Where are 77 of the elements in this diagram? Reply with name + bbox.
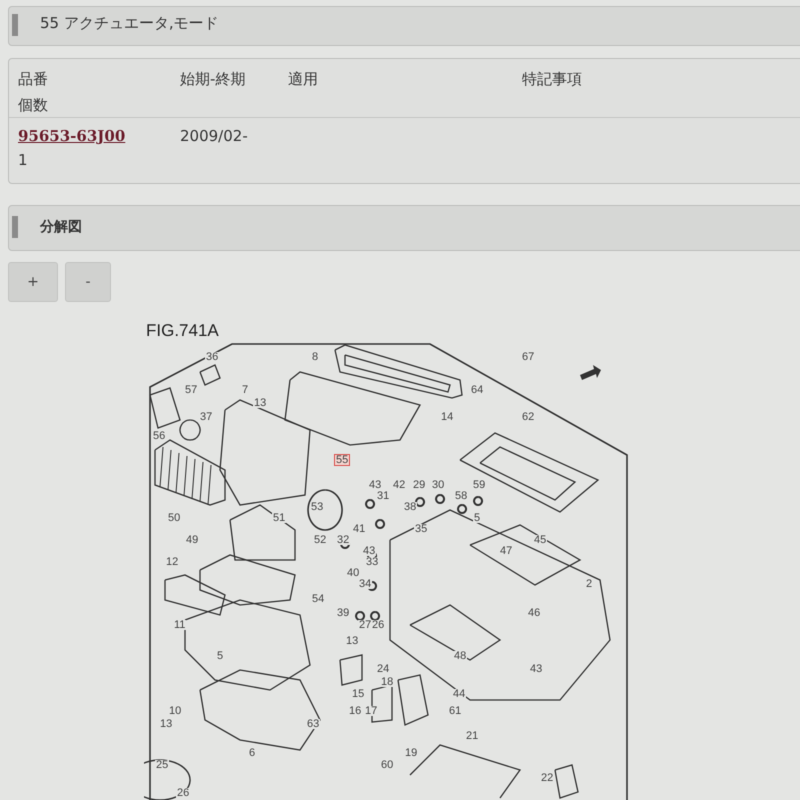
callout-number: 44 xyxy=(452,689,466,699)
callout-number: 12 xyxy=(165,557,180,567)
callout-number: 43 xyxy=(362,546,376,556)
zoom-in-button: + xyxy=(8,262,58,302)
callout-number: 64 xyxy=(470,385,484,395)
callout-number: 61 xyxy=(448,706,462,716)
callout-number: 16 xyxy=(348,706,362,716)
page-title: 55 アクチュエータ,モード xyxy=(40,14,219,32)
table-header: 個数 xyxy=(18,96,48,114)
callout-number: 13 xyxy=(345,636,360,646)
callout-number: 67 xyxy=(521,352,536,362)
callout-number: 45 xyxy=(533,535,548,545)
callout-number: 53 xyxy=(310,502,324,512)
callout-number: 17 xyxy=(364,706,378,716)
callout-number: 43 xyxy=(529,664,544,674)
callout-number: 27 xyxy=(358,620,372,630)
callout-number: 54 xyxy=(311,594,326,604)
callout-number: 43 xyxy=(368,480,382,490)
callout-number: 5 xyxy=(473,513,482,523)
table-header: 適用 xyxy=(288,70,318,88)
highlighted-callout-number: 55 xyxy=(334,454,350,466)
callout-number: 26 xyxy=(371,620,386,630)
callout-number: 52 xyxy=(313,535,328,545)
callout-number: 6 xyxy=(248,748,256,758)
callout-number: 46 xyxy=(527,608,542,618)
callout-number: 26 xyxy=(176,788,190,798)
table-header: 特記事項 xyxy=(522,70,582,88)
callout-number: 37 xyxy=(199,412,214,422)
callout-number: 63 xyxy=(306,719,320,729)
callout-number: 56 xyxy=(152,431,166,441)
callout-number: 57 xyxy=(184,385,198,395)
table-cell: 1 xyxy=(18,151,28,169)
callout-number: 19 xyxy=(404,748,418,758)
callout-number: 24 xyxy=(376,664,390,674)
callout-number: 29 xyxy=(412,480,426,490)
callout-number: 14 xyxy=(440,412,454,422)
figure-label: FIG.741A xyxy=(146,322,219,340)
callout-number: 39 xyxy=(336,608,350,618)
callout-number: 47 xyxy=(499,546,514,556)
callout-number: 59 xyxy=(472,480,486,490)
callout-number: 32 xyxy=(336,535,350,545)
callout-number: 15 xyxy=(351,689,366,699)
callout-number: 13 xyxy=(159,719,174,729)
callout-number: 2 xyxy=(585,579,594,589)
callout-number: 21 xyxy=(465,731,480,741)
callout-number: 51 xyxy=(272,513,286,523)
callout-number: 58 xyxy=(454,491,468,501)
callout-number: 49 xyxy=(185,535,200,545)
callout-number: 8 xyxy=(311,352,320,362)
callout-number: 7 xyxy=(241,385,250,395)
callout-number: 30 xyxy=(431,480,446,490)
callout-number: 18 xyxy=(380,677,394,687)
callout-number: 60 xyxy=(380,760,394,770)
callout-number: 34 xyxy=(358,579,372,589)
callout-number: 25 xyxy=(155,760,170,770)
callout-number: 10 xyxy=(168,706,182,716)
callout-number: 62 xyxy=(521,412,536,422)
table-cell: 2009/02- xyxy=(180,127,248,145)
callout-number: 50 xyxy=(167,513,182,523)
callout-number: 35 xyxy=(414,524,428,534)
callout-number: 31 xyxy=(376,491,390,501)
callout-number: 42 xyxy=(392,480,406,490)
zoom-out-button: - xyxy=(65,262,111,302)
callout-number: 41 xyxy=(352,524,366,534)
table-header: 品番 xyxy=(18,70,48,88)
callout-number: 40 xyxy=(346,568,360,578)
callout-number: 48 xyxy=(453,651,468,661)
callout-number: 38 xyxy=(403,502,418,512)
callout-number: 33 xyxy=(365,557,380,567)
part-number-link: 95653-63J00 xyxy=(18,127,126,145)
callout-number: 22 xyxy=(540,773,554,783)
table-header: 始期-終期 xyxy=(180,70,246,88)
section-heading: 分解図 xyxy=(40,218,82,236)
callout-number: 36 xyxy=(205,352,220,362)
callout-number: 5 xyxy=(216,651,224,661)
callout-number: 11 xyxy=(173,620,186,630)
callout-number: 13 xyxy=(253,398,268,408)
